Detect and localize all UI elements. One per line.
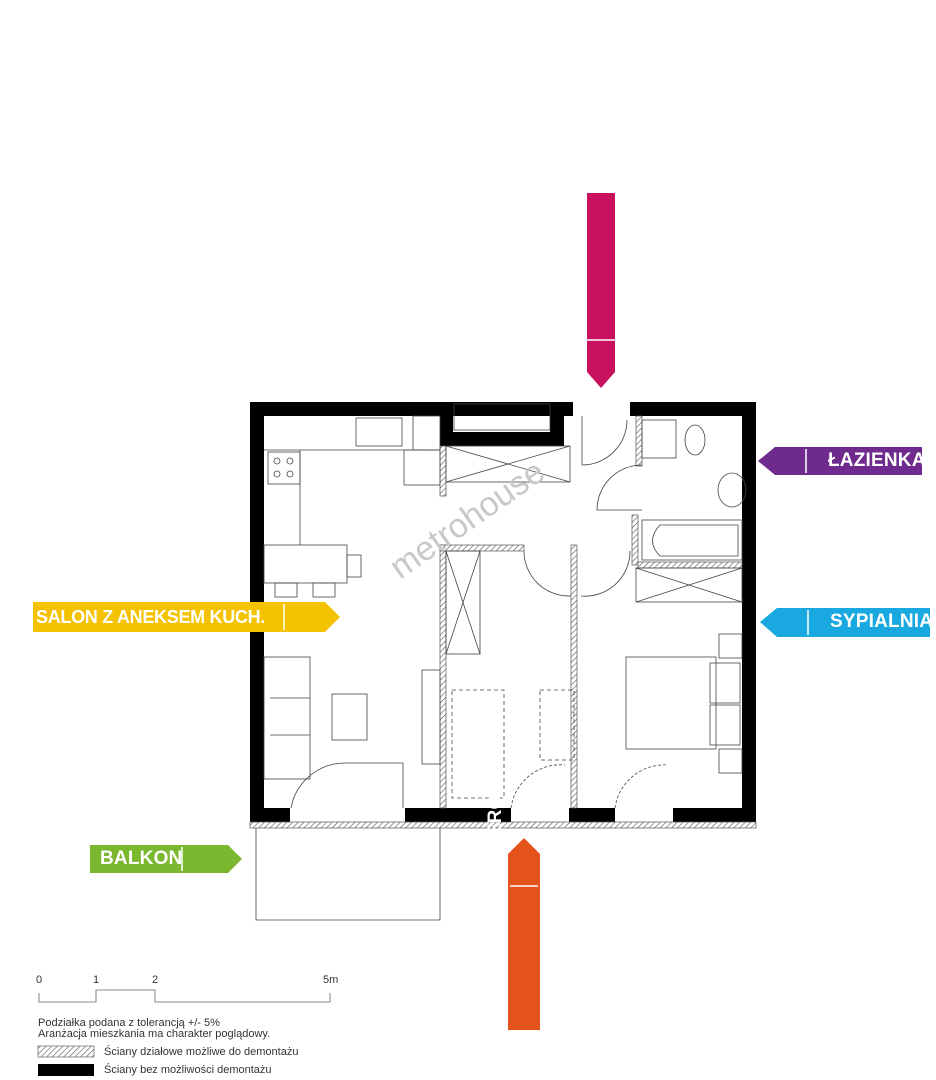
legend-swatch-solid (38, 1064, 94, 1076)
legend-solid-label: Ściany bez możliwości demontażu (104, 1064, 272, 1076)
przedpokoj-arrow (587, 193, 615, 388)
label-balkon: BALKON (100, 848, 183, 869)
lazienka-arrow (758, 447, 922, 475)
scale-tick-0: 0 (36, 974, 43, 986)
note-arrangement: Aranżacja mieszkania ma charakter pogląd… (38, 1028, 271, 1040)
structural-walls (250, 402, 756, 822)
scale-tick-5m: 5m (323, 974, 339, 986)
label-garderoba: GARDEROBA (485, 766, 506, 894)
scale-tick-1: 1 (93, 974, 100, 986)
fixtures (255, 403, 747, 921)
legend-hatched-label: Ściany działowe możliwe do demontażu (104, 1046, 299, 1058)
label-salon: SALON Z ANEKSEM KUCH. (36, 606, 266, 627)
legend-swatch-hatched (37, 1045, 95, 1058)
label-przedpokoj: PRZEDPOKÓJ (566, 68, 587, 202)
balkon-arrow (90, 845, 242, 873)
garderoba-arrow (508, 838, 540, 1030)
sypialnia-arrow (760, 608, 930, 637)
salon-arrow (33, 602, 340, 632)
room-arrows (33, 193, 930, 1030)
label-sypialnia: SYPIALNIA (830, 611, 934, 632)
scale-bar (38, 989, 331, 1003)
scale-tick-2: 2 (152, 974, 159, 986)
partition-walls (249, 415, 757, 829)
note-tolerance: Podziałka podana z tolerancją +/- 5% (38, 1017, 220, 1029)
label-lazienka: ŁAZIENKA (828, 450, 926, 471)
